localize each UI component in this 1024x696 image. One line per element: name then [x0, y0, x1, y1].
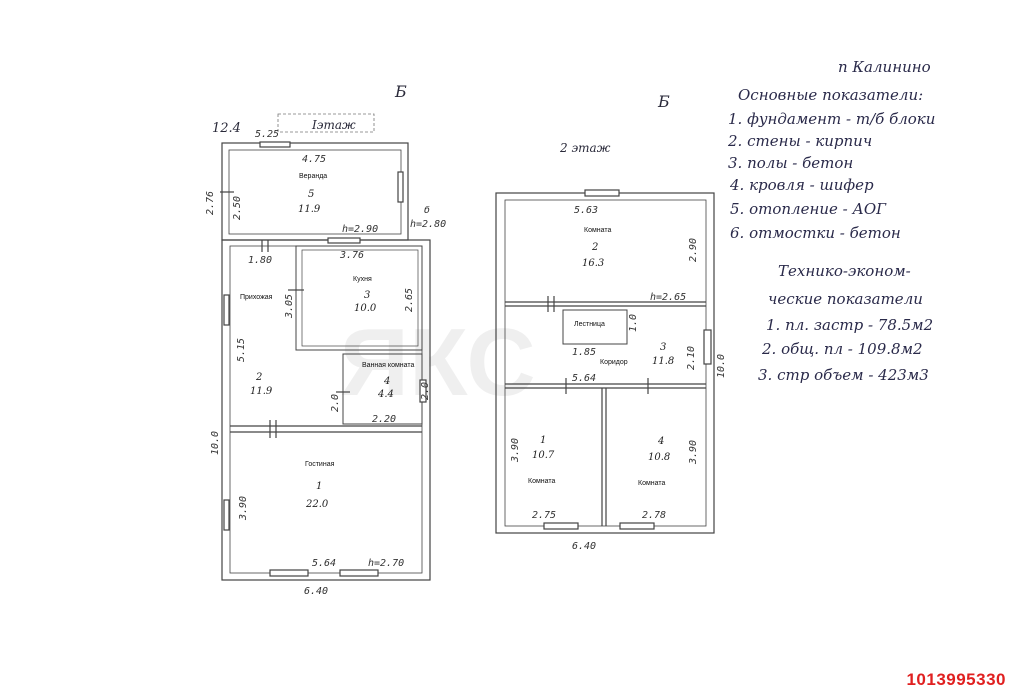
room-top-label: Комната [584, 227, 612, 234]
bathroom-label: Ванная комната [362, 362, 415, 369]
dim-kitchen-w: 3.76 [339, 250, 364, 261]
room-left-area: 10.7 [532, 450, 555, 461]
floor-2-label: 2 этаж [559, 141, 611, 155]
dim2-stair-w: 1.85 [572, 347, 596, 358]
kitchen-label: Кухня [353, 276, 372, 283]
dim-kitchen-h: 2.65 [404, 288, 415, 312]
corridor-area: 11.8 [652, 356, 674, 367]
tech-title-1: Технико-эконом- [778, 262, 911, 280]
dim-veranda-h: 2.50 [232, 196, 243, 220]
floor-1-label: Iэтаж [311, 118, 356, 132]
tech-title-2: ческие показатели [768, 290, 923, 308]
corridor-num: 3 [660, 342, 666, 353]
dim-bath-w: 2.20 [372, 414, 396, 425]
dim2-top-w: 5.63 [574, 205, 598, 216]
basics-item-1: 1. фундамент - т/б блоки [728, 110, 935, 128]
dim2-right-w: 2.78 [642, 510, 666, 521]
dim2-bottom: 6.40 [572, 541, 596, 552]
basics-item-4: 4. кровля - шифер [729, 176, 874, 194]
living-num: 1 [316, 481, 322, 492]
stair-label: Лестница [574, 321, 605, 328]
stair-box [562, 309, 628, 345]
room-top-area: 16.3 [582, 258, 604, 269]
room-left-num: 1 [540, 435, 546, 446]
dim-top-inner: 4.75 [302, 154, 326, 165]
corridor-label: Коридор [600, 359, 628, 366]
house-outer-wall [221, 239, 431, 581]
room-right-area: 10.8 [648, 452, 670, 463]
bathroom-area: 4.4 [377, 389, 394, 400]
dim2-corr-w: 5.64 [572, 373, 596, 384]
floor-2-plan [495, 189, 715, 534]
bathroom-num: 4 [383, 376, 390, 387]
dim2-ceiling-h: h=2.65 [650, 292, 686, 303]
dim2-left-h: 3.90 [510, 438, 521, 463]
dim-bath-h1: 2.0 [330, 394, 341, 412]
living-label: Гостиная [305, 461, 335, 468]
tech-item-3: 3. стр объем - 423м3 [758, 366, 929, 384]
basics-title: Основные показатели: [738, 86, 923, 104]
notes-block: п Калинино Основные показатели: 1. фунда… [727, 58, 935, 384]
room-left-label: Комната [528, 478, 556, 485]
dim2-corr-h: 2.10 [686, 346, 697, 370]
dim2-stair-h: 1.0 [628, 314, 639, 332]
veranda-num: 5 [308, 189, 314, 200]
dim-side-h: h=2.80 [410, 219, 446, 230]
room-right-label: Комната [638, 480, 666, 487]
dim2-top-h: 2.90 [688, 238, 699, 262]
floor-1-plan [220, 141, 431, 581]
dim-v-h: h=2.90 [342, 224, 378, 235]
floor-2-letter: Б [657, 92, 670, 111]
dim-bottom-h: h=2.70 [368, 558, 404, 569]
kitchen-num: 3 [364, 290, 370, 301]
hallway-num: 2 [255, 372, 262, 383]
dim2-left-w: 2.75 [532, 510, 556, 521]
dim2-right-h: 3.90 [688, 440, 699, 465]
veranda-area: 11.9 [298, 204, 321, 215]
dim-bottom-inner: 5.64 [312, 558, 336, 569]
living-area: 22.0 [305, 499, 329, 510]
basics-item-6: 6. отмостки - бетон [730, 224, 901, 242]
kitchen-wall [295, 245, 423, 351]
hallway-area: 11.9 [250, 386, 273, 397]
veranda-label: Веранда [299, 173, 327, 180]
basics-item-2: 2. стены - кирпич [727, 132, 872, 150]
hallway-label: Прихожая [240, 294, 273, 301]
room-top-num: 2 [591, 242, 598, 253]
floor-1-letter: Б [394, 82, 407, 101]
dim-hall-mid: 3.05 [284, 294, 295, 319]
place-name: п Калинино [838, 58, 931, 76]
dim2-right-total: 10.0 [716, 354, 727, 378]
dim-side-mark: б [424, 204, 430, 216]
dim-living-h: 3.90 [238, 496, 249, 521]
basics-item-3: 3. полы - бетон [728, 154, 853, 172]
dim-top-outer: 5.25 [255, 129, 279, 140]
kitchen-area: 10.0 [354, 303, 377, 314]
dim-hall-w: 1.80 [248, 255, 272, 266]
tech-item-1: 1. пл. застр - 78.5м2 [766, 316, 933, 334]
basics-item-5: 5. отопление - АОГ [730, 200, 887, 218]
dim-bottom-outer: 6.40 [304, 586, 328, 597]
tech-item-2: 2. общ. пл - 109.8м2 [761, 340, 923, 358]
watermark-text: ЯКС [340, 309, 536, 416]
room-right-num: 4 [657, 436, 664, 447]
dim-total-h: 10.0 [210, 431, 221, 455]
dim-hall-h: 5.15 [236, 338, 247, 362]
dim-bath-h2: 2.0 [420, 382, 431, 400]
dim-left-small: 2.76 [205, 191, 216, 215]
listing-id: 1013995330 [906, 670, 1006, 689]
height-marker: 12.4 [212, 121, 241, 136]
